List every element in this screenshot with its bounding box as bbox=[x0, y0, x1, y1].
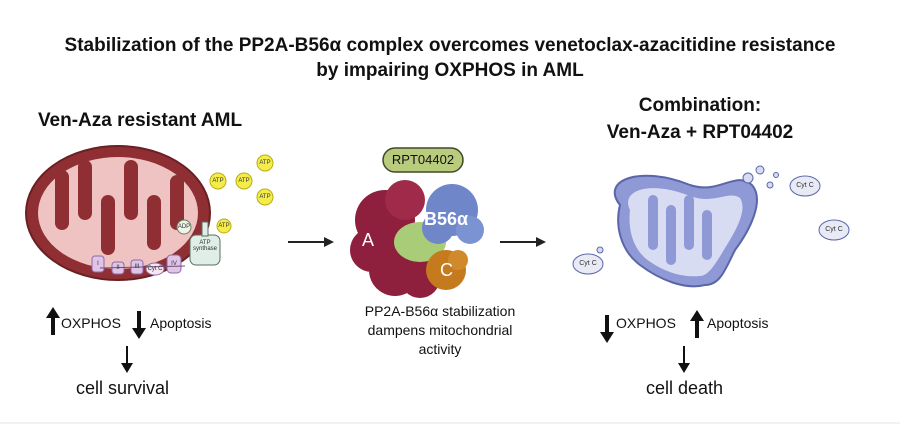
pp2a-caption: PP2A-B56α stabilization dampens mitochon… bbox=[300, 302, 580, 359]
atp-molecules-icon bbox=[176, 154, 274, 235]
right-outcome: cell death bbox=[646, 378, 724, 398]
caption-line3: activity bbox=[418, 341, 462, 357]
right-heading-line2: Ven-Aza + RPT04402 bbox=[606, 122, 794, 143]
flow-arrow-right bbox=[500, 237, 546, 247]
subunit-b-label: B56α bbox=[424, 209, 469, 229]
caption-line1: PP2A-B56α stabilization bbox=[364, 303, 516, 319]
cytc-label: Cyt C bbox=[796, 182, 814, 189]
complex-ii-label: II bbox=[116, 265, 120, 271]
left-oxphos-label: OXPHOS bbox=[61, 315, 121, 331]
right-apoptosis-label: Apoptosis bbox=[707, 315, 769, 331]
cytc-label: Cyt C bbox=[825, 226, 843, 233]
subunit-a-label: A bbox=[362, 230, 375, 250]
figure-title-line2: by impairing OXPHOS in AML bbox=[316, 60, 584, 81]
caption-line2: dampens mitochondrial bbox=[367, 322, 513, 338]
cytc-label: Cyt C bbox=[579, 260, 597, 267]
left-apoptosis-label: Apoptosis bbox=[150, 315, 212, 331]
atp-label: ATP bbox=[218, 223, 230, 229]
flow-arrow-left bbox=[288, 237, 334, 247]
atp-label: ATP bbox=[238, 178, 250, 184]
damaged-mitochondrion-icon bbox=[596, 165, 779, 288]
complex-i-label: I bbox=[97, 261, 99, 267]
adp-label: ADP bbox=[177, 224, 191, 230]
left-arrows bbox=[46, 307, 146, 373]
pp2a-complex-icon bbox=[350, 180, 484, 298]
mitochondrion-icon bbox=[25, 145, 221, 281]
atp-synthase-label: ATP synthase bbox=[192, 240, 217, 252]
subunit-c-label: C bbox=[440, 260, 453, 280]
complex-iii-label: III bbox=[134, 264, 140, 270]
left-outcome: cell survival bbox=[76, 378, 170, 398]
cytc-label: Cyt C bbox=[147, 266, 163, 272]
right-heading-line1: Combination: bbox=[638, 95, 762, 116]
right-arrows bbox=[600, 310, 704, 373]
atp-label: ATP bbox=[212, 178, 224, 184]
atp-label: ATP bbox=[259, 160, 271, 166]
complex-iv-label: IV bbox=[171, 261, 177, 267]
figure-title-line1: Stabilization of the PP2A-B56α complex o… bbox=[64, 35, 836, 56]
drug-pill bbox=[382, 147, 464, 173]
drug-label: RPT04402 bbox=[391, 152, 455, 167]
cytc-released-icon bbox=[572, 175, 850, 275]
atp-label: ATP bbox=[259, 194, 271, 200]
left-heading: Ven-Aza resistant AML bbox=[37, 110, 243, 131]
right-oxphos-label: OXPHOS bbox=[616, 315, 676, 331]
